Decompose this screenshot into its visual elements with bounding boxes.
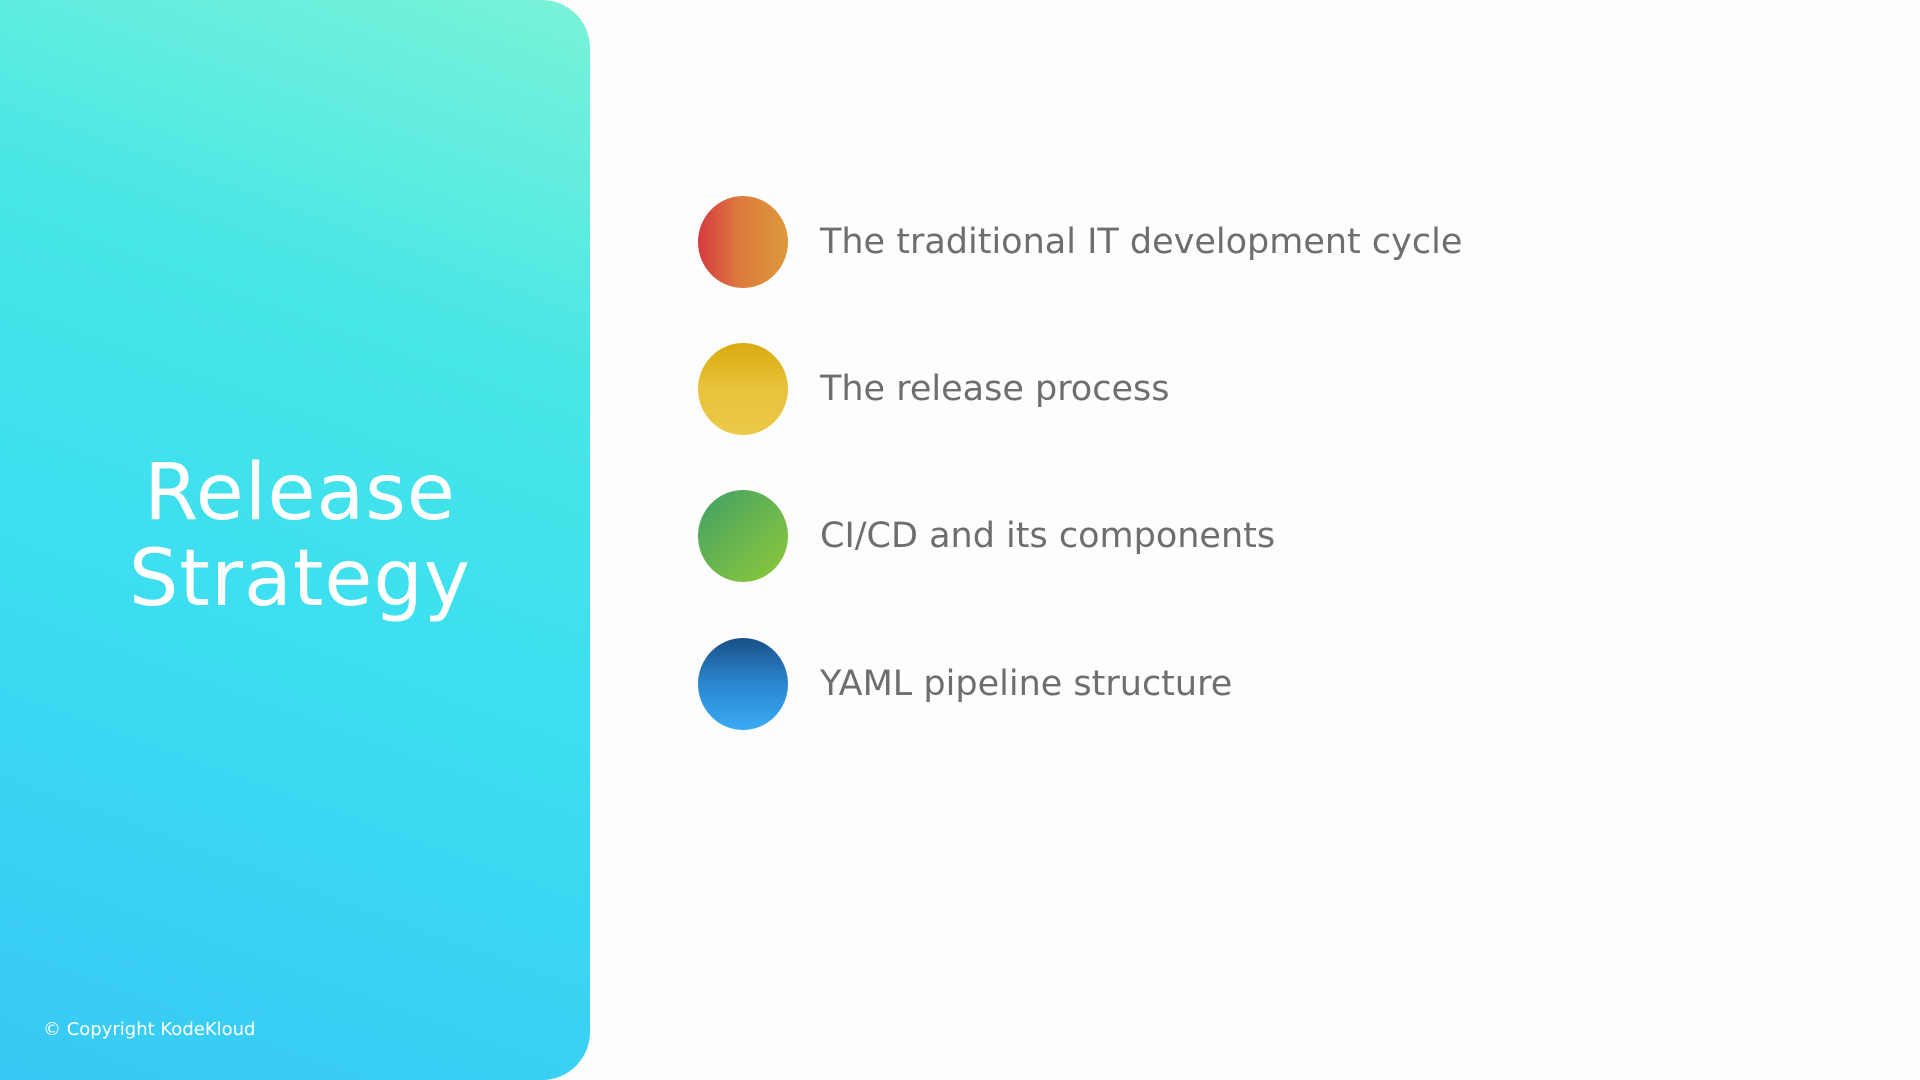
agenda-item: The release process — [698, 343, 1169, 435]
slide-title: Release Strategy — [0, 450, 600, 622]
blue-circle-icon — [698, 638, 788, 730]
title-line-2: Strategy — [128, 534, 472, 624]
agenda-item-label: CI/CD and its components — [820, 516, 1276, 556]
agenda-item-label: The release process — [820, 369, 1170, 409]
agenda-item: CI/CD and its components — [698, 490, 1275, 582]
agenda-item-label: The traditional IT development cycle — [820, 222, 1463, 262]
yellow-circle-icon — [698, 343, 788, 435]
title-line-1: Release — [144, 448, 456, 538]
agenda-item-label: YAML pipeline structure — [820, 664, 1233, 704]
red-circle-icon — [698, 196, 788, 288]
agenda-item: The traditional IT development cycle — [698, 196, 1462, 288]
copyright-text: © Copyright KodeKloud — [43, 1019, 256, 1040]
green-circle-icon — [698, 490, 788, 582]
agenda-item: YAML pipeline structure — [698, 638, 1232, 730]
title-panel: Release Strategy © Copyright KodeKloud — [0, 0, 590, 1080]
